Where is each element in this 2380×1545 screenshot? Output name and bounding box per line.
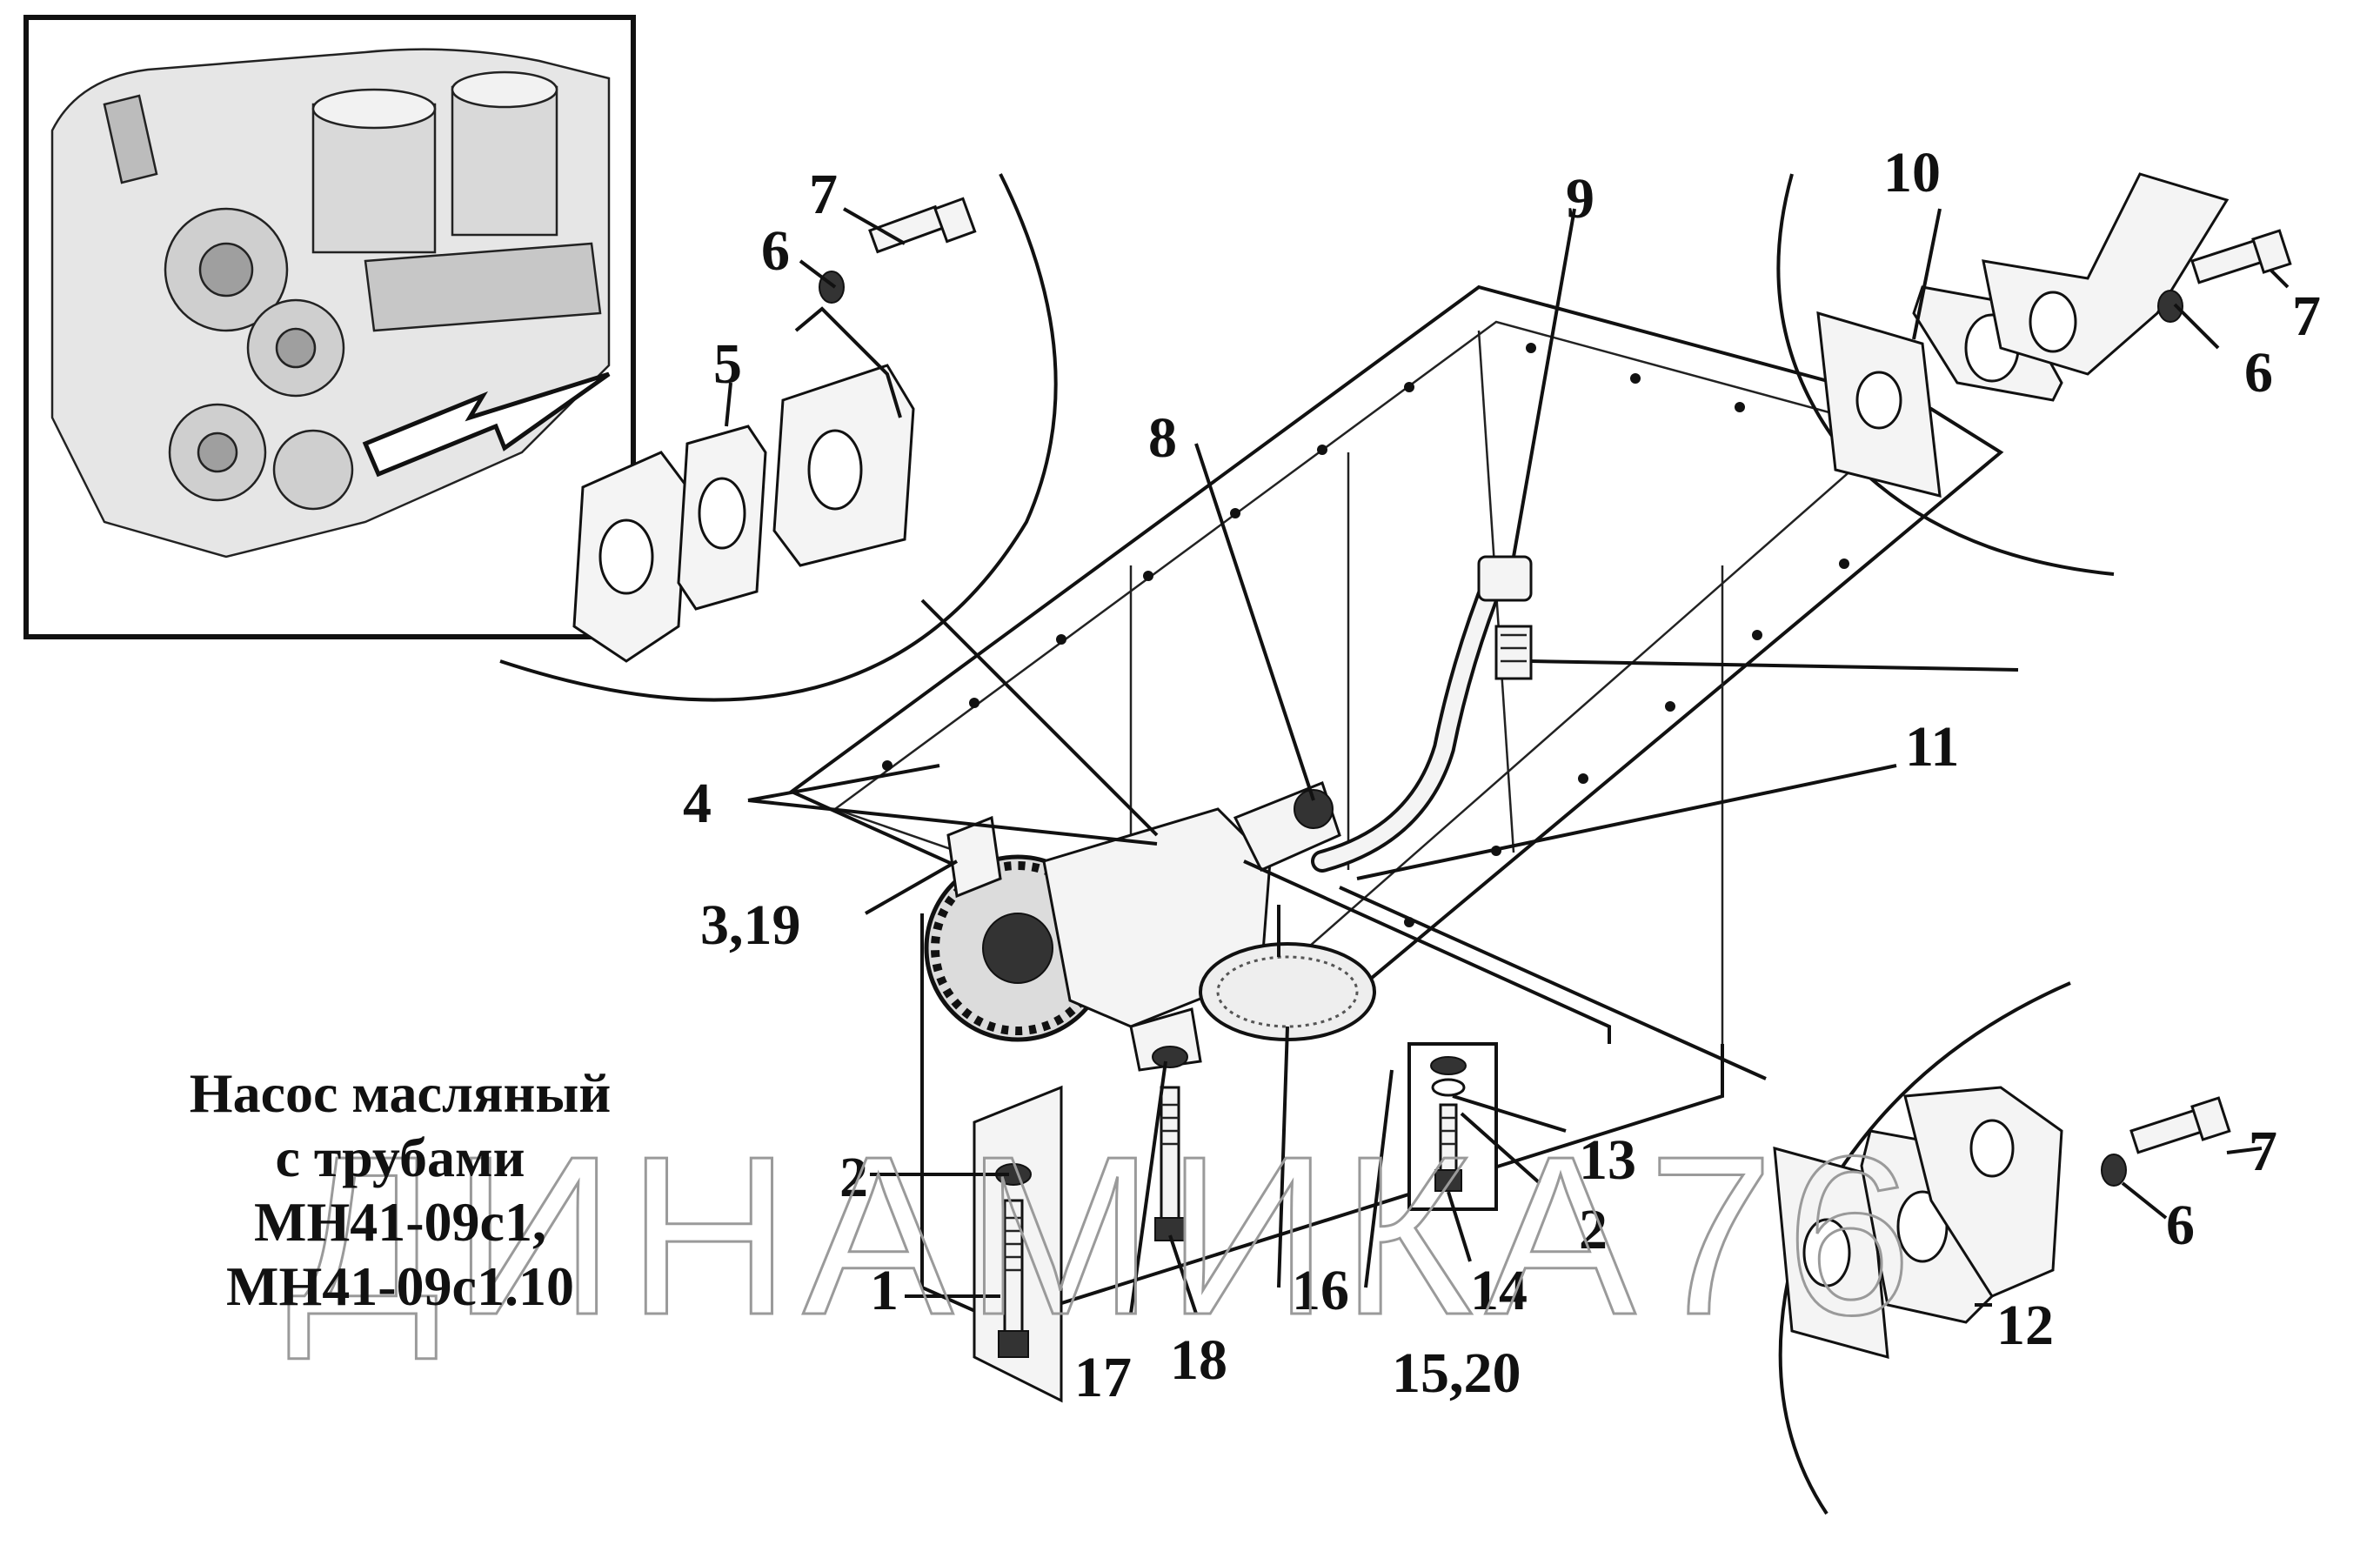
bolt-detail-left bbox=[973, 1085, 1063, 1403]
callout-12: 12 bbox=[1996, 1294, 2054, 1357]
watermark-text: ДИНАМИКА76 bbox=[287, 1110, 1924, 1362]
callout-7b: 7 bbox=[2292, 284, 2321, 348]
title-line-3: МН41-09с1, bbox=[254, 1191, 546, 1253]
callout-13: 13 bbox=[1579, 1128, 1636, 1192]
callout-18: 18 bbox=[1170, 1328, 1227, 1392]
callout-10: 10 bbox=[1883, 141, 1941, 204]
callout-6a: 6 bbox=[761, 219, 790, 283]
callouts: 1 2 2 3,19 4 5 6 6 6 7 7 7 8 9 10 11 12 … bbox=[683, 141, 2321, 1409]
callout-7a: 7 bbox=[809, 163, 838, 226]
bolt-detail-right bbox=[1407, 1042, 1498, 1211]
callout-6b: 6 bbox=[2244, 341, 2273, 405]
engine-inset bbox=[23, 15, 636, 639]
callout-11: 11 bbox=[1905, 715, 1959, 779]
callout-5: 5 bbox=[713, 332, 742, 396]
callout-1: 1 bbox=[870, 1259, 899, 1322]
title-line-4: МН41-09с1.10 bbox=[226, 1255, 574, 1317]
diagram-title: Насос масляный с трубами МН41-09с1, МН41… bbox=[122, 1061, 679, 1319]
callout-2a: 2 bbox=[839, 1146, 868, 1209]
callout-3-19: 3,19 bbox=[700, 893, 801, 957]
detail-circle-right bbox=[1776, 172, 2292, 576]
bolt-detail-mid bbox=[1152, 1046, 1188, 1241]
callout-2b: 2 bbox=[1579, 1198, 1608, 1261]
callout-7c: 7 bbox=[2249, 1120, 2277, 1183]
oil-pump bbox=[924, 781, 1376, 1072]
title-line-1: Насос масляный bbox=[189, 1062, 612, 1124]
title-line-2: с трубами bbox=[275, 1127, 525, 1188]
callout-17: 17 bbox=[1074, 1346, 1132, 1409]
callout-4: 4 bbox=[683, 772, 712, 835]
callout-15-20: 15,20 bbox=[1392, 1341, 1521, 1405]
oil-pipe bbox=[1311, 555, 1533, 873]
callout-14: 14 bbox=[1470, 1259, 1528, 1322]
callout-9: 9 bbox=[1566, 167, 1594, 231]
callout-8: 8 bbox=[1148, 406, 1177, 470]
detail-circle-bottom bbox=[1773, 981, 2231, 1515]
detail-circle-left bbox=[499, 173, 1058, 702]
leader-lines bbox=[725, 207, 2290, 1314]
callout-16: 16 bbox=[1292, 1259, 1349, 1322]
callout-6c: 6 bbox=[2166, 1194, 2195, 1257]
